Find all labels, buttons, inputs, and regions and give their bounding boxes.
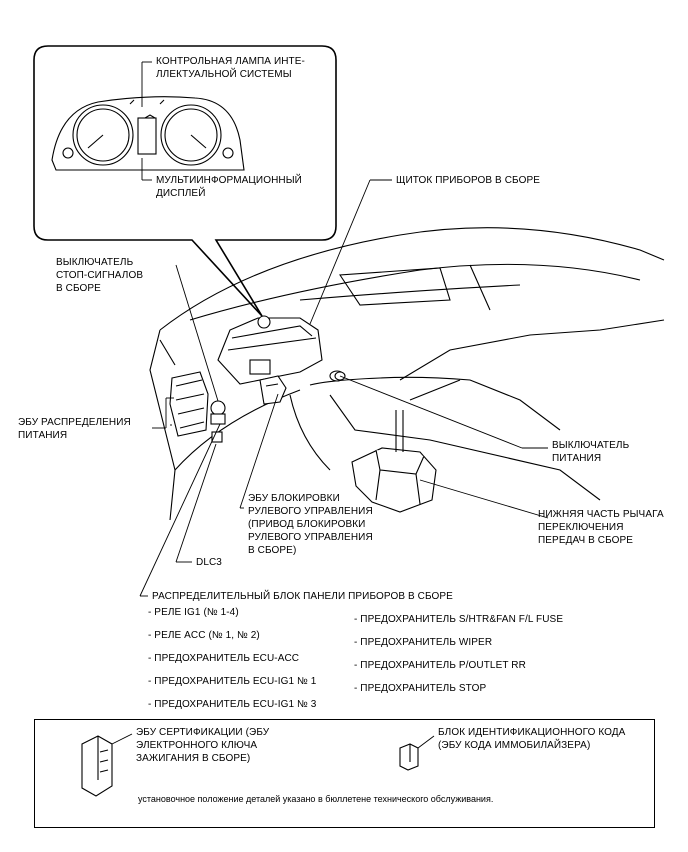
legend-note: установочное положение деталей указано в… xyxy=(138,794,494,804)
id-code-box-icon xyxy=(399,743,419,771)
list-item: - ПРЕДОХРАНИТЕЛЬ ECU-ACC xyxy=(148,653,300,664)
list-item: - ПРЕДОХРАНИТЕЛЬ ECU-IG1 № 1 xyxy=(148,676,317,687)
list-item: - ПРЕДОХРАНИТЕЛЬ P/OUTLET RR xyxy=(354,660,526,671)
list-item: - ПРЕДОХРАНИТЕЛЬ STOP xyxy=(354,683,487,694)
power-distribution-ecu-part xyxy=(169,371,209,437)
list-item: - ПРЕДОХРАНИТЕЛЬ WIPER xyxy=(354,637,493,648)
dlc3-part xyxy=(211,431,223,443)
instrument-panel-assembly xyxy=(217,315,323,385)
junction-block-label: РАСПРЕДЕЛИТЕЛЬНЫЙ БЛОК ПАНЕЛИ ПРИБОРОВ В… xyxy=(152,591,453,602)
multi-display-label: МУЛЬТИИНФОРМАЦИОННЫЙ ДИСПЛЕЙ xyxy=(156,175,302,199)
power-distribution-ecu-label: ЭБУ РАСПРЕДЕЛЕНИЯ ПИТАНИЯ xyxy=(18,417,131,441)
meter-callout-box xyxy=(33,45,337,317)
list-item: - РЕЛЕ ACC (№ 1, № 2) xyxy=(148,630,260,641)
list-item: - ПРЕДОХРАНИТЕЛЬ S/HTR&FAN F/L FUSE xyxy=(354,614,564,625)
stop-light-switch-part xyxy=(210,400,226,425)
steering-lock-ecu-label: ЭБУ БЛОКИРОВКИ РУЛЕВОГО УПРАВЛЕНИЯ (ПРИВ… xyxy=(248,493,373,556)
list-item: - ПРЕДОХРАНИТЕЛЬ ECU-IG1 № 3 xyxy=(148,699,317,710)
power-switch-label: ВЫКЛЮЧАТЕЛЬ ПИТАНИЯ xyxy=(552,440,630,464)
list-item: - РЕЛЕ IG1 (№ 1-4) xyxy=(148,607,239,618)
instrument-panel-label: ЩИТОК ПРИБОРОВ В СБОРЕ xyxy=(396,175,540,186)
legend-box xyxy=(34,719,655,828)
certification-ecu-icon xyxy=(81,735,113,797)
meter-cluster-drawing xyxy=(51,96,245,171)
power-switch-part xyxy=(329,370,346,382)
shift-lever-label: НИЖНЯЯ ЧАСТЬ РЫЧАГА ПЕРЕКЛЮЧЕНИЯ ПЕРЕДАЧ… xyxy=(538,509,664,546)
steering-lock-ecu-part xyxy=(259,375,287,405)
certification-ecu-label: ЭБУ СЕРТИФИКАЦИИ (ЭБУ ЭЛЕКТРОННОГО КЛЮЧА… xyxy=(136,727,270,764)
id-code-box-label: БЛОК ИДЕНТИФИКАЦИОННОГО КОДА (ЭБУ КОДА И… xyxy=(438,727,626,751)
shift-lever-assembly xyxy=(351,410,437,513)
dashboard-drawing xyxy=(149,227,665,521)
indicator-lamp-label: КОНТРОЛЬНАЯ ЛАМПА ИНТЕ- ЛЛЕКТУАЛЬНОЙ СИС… xyxy=(156,56,305,80)
stop-light-switch-label: ВЫКЛЮЧАТЕЛЬ СТОП-СИГНАЛОВ В СБОРЕ xyxy=(56,257,144,294)
dlc3-label: DLC3 xyxy=(196,557,222,568)
